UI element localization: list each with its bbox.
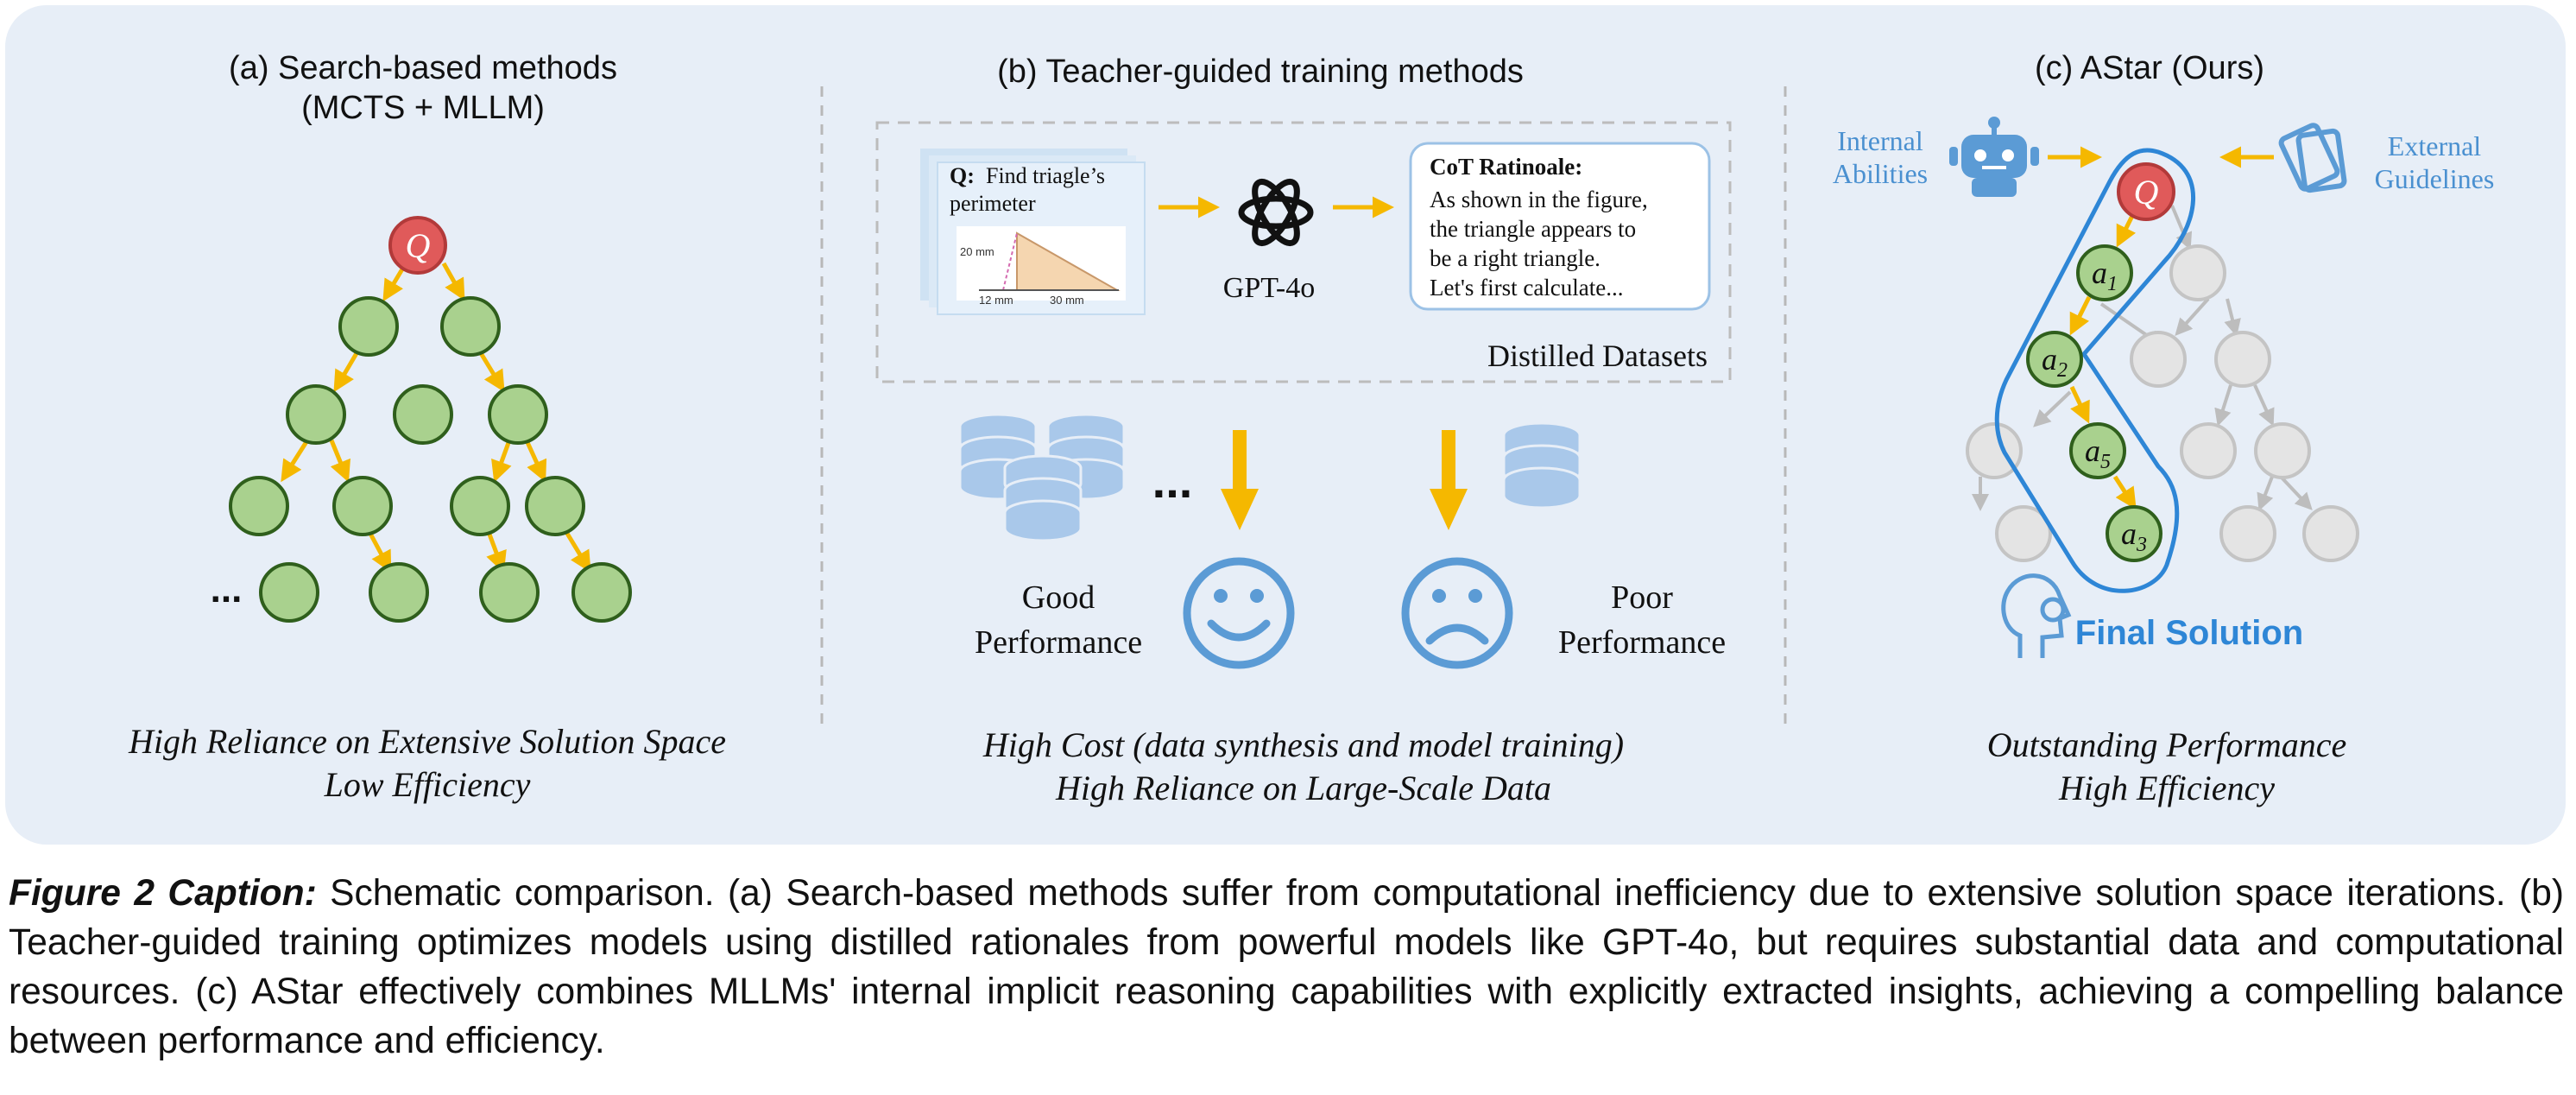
fig-label-12: 12 mm [979, 294, 1013, 307]
path-edges [2069, 211, 2137, 510]
cot-line: the triangle appears to [1430, 216, 1636, 242]
gray-node [2254, 422, 2311, 479]
tree-node [479, 562, 540, 623]
gray-node [1995, 505, 2052, 562]
panel-c-note-line2: High Efficiency [2059, 769, 2275, 807]
tree-node [571, 562, 632, 623]
panel-a-title: (a) Search-based methods (MCTS + MLLM) [121, 48, 725, 128]
tree-node [259, 562, 319, 623]
happy-face-icon [1183, 557, 1295, 669]
internal-line1: Internal [1837, 125, 1923, 156]
search-tree-nodes [229, 296, 632, 623]
question-text: Find triagle’s [986, 163, 1105, 188]
database-icon [1003, 454, 1083, 542]
distilled-box [875, 121, 1732, 383]
robot-icon [1949, 117, 2039, 197]
root-label-c: Q [2134, 173, 2159, 212]
panel-a-title-line2: (MCTS + MLLM) [301, 90, 545, 126]
gray-tree-nodes [1966, 244, 2359, 562]
sad-face-icon [1401, 557, 1513, 669]
panel-b-note-line2: High Reliance on Large-Scale Data [1056, 769, 1551, 807]
fig-label-30: 30 mm [1050, 294, 1084, 307]
path-node-a5 [2069, 422, 2126, 479]
tree-node [286, 384, 346, 445]
question-text-2: perimeter [950, 191, 1036, 216]
path-node-a3 [2106, 505, 2162, 562]
gray-node [2169, 244, 2226, 301]
highlight-path [1994, 148, 2195, 593]
question-prefix: Q: [950, 163, 975, 188]
path-nodes [2026, 244, 2162, 562]
final-solution: Final Solution [2075, 614, 2303, 652]
external-line1: External [2387, 130, 2482, 161]
good-line1: Good [1022, 579, 1095, 616]
gray-node [2214, 331, 2271, 388]
figure-diagram: Q ... Q: Find triagle’s perimeter 20 mm … [211, 86, 2359, 725]
gray-node [2219, 505, 2276, 562]
down-arrow-icon [1221, 430, 1259, 530]
gray-node [2130, 331, 2187, 388]
idea-head-icon [2001, 573, 2072, 658]
internal-abilities-label: Internal Abilities [1811, 124, 1949, 190]
panel-b-note: High Cost (data synthesis and model trai… [915, 724, 1692, 810]
path-node-a1 [2076, 244, 2133, 301]
gray-node [2302, 505, 2359, 562]
panel-b-note-line1: High Cost (data synthesis and model trai… [982, 725, 1625, 764]
guidelines-icon [2278, 123, 2347, 193]
tree-node [369, 562, 429, 623]
database-icon [1502, 421, 1582, 510]
gray-node [2180, 422, 2237, 479]
fig-label-20: 20 mm [960, 245, 994, 258]
panel-a-note-line1: High Reliance on Extensive Solution Spac… [128, 722, 726, 761]
tree-node [450, 476, 510, 536]
dataset-dots: ... [1152, 453, 1193, 508]
model-label: GPT-4o [1223, 272, 1315, 304]
tree-node [440, 296, 501, 357]
panel-c-note-line1: Outstanding Performance [1986, 725, 2347, 764]
tree-node [338, 296, 399, 357]
tree-node [488, 384, 548, 445]
figure-caption: Figure 2 Caption: Schematic comparison. … [9, 869, 2564, 1066]
cot-title: CoT Ratinoale: [1430, 154, 1582, 180]
root-label: Q [406, 226, 431, 265]
poor-line2: Performance [1558, 624, 1726, 661]
tree-node [229, 476, 289, 536]
internal-line2: Abilities [1832, 158, 1929, 189]
external-guidelines-label: External Guidelines [2348, 130, 2521, 195]
gpt-logo-icon [1238, 178, 1314, 247]
good-line2: Performance [975, 624, 1142, 661]
dataset-label: Distilled Datasets [1487, 339, 1708, 373]
cot-box [1409, 142, 1711, 311]
external-line2: Guidelines [2374, 163, 2495, 194]
cot-line: Let's first calculate... [1430, 275, 1624, 301]
panel-a-note-line2: Low Efficiency [324, 765, 531, 804]
panel-a-note: High Reliance on Extensive Solution Spac… [78, 720, 777, 807]
tree-node [393, 384, 453, 445]
tree-node [525, 476, 585, 536]
node-a1-label: a1 [2092, 256, 2118, 295]
root-node-q-c [2117, 162, 2175, 221]
root-node-q [388, 216, 447, 275]
gray-node [1966, 422, 2023, 479]
panel-b-title: (b) Teacher-guided training methods [997, 54, 1524, 90]
tree-node [332, 476, 393, 536]
caption-head: Figure 2 Caption: [9, 873, 317, 914]
panel-a-title-line1: (a) Search-based methods [229, 50, 617, 86]
path-node-a2 [2026, 331, 2083, 388]
caption-body: Schematic comparison. (a) Search-based m… [9, 873, 2564, 1061]
panel-c-title: (c) AStar (Ours) [2034, 50, 2265, 86]
cot-line: be a right triangle. [1430, 245, 1601, 271]
poor-line1: Poor [1611, 579, 1673, 616]
down-arrow-icon [1430, 430, 1468, 530]
tree-ellipsis: ... [211, 568, 243, 611]
cot-line: As shown in the figure, [1430, 187, 1648, 212]
search-tree [281, 262, 591, 573]
panel-c-note: Outstanding Performance High Efficiency [1882, 724, 2452, 810]
